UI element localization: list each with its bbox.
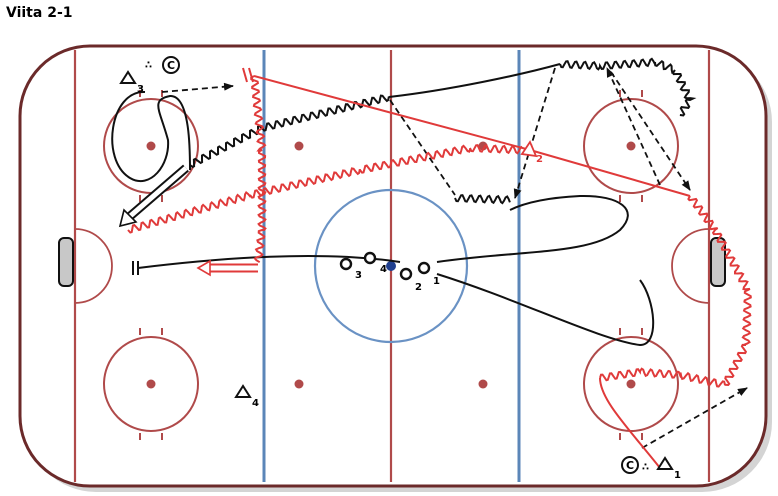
cone-3-label: 3 xyxy=(137,84,144,95)
black-wavy-top-right xyxy=(559,57,675,74)
faceoff-circle-top-right xyxy=(583,90,679,202)
puck-4a-icon xyxy=(363,251,377,265)
puck-3-label: 3 xyxy=(355,270,362,281)
center-circle xyxy=(313,188,469,344)
dashed-pass-3 xyxy=(513,67,556,199)
goal-crease-left xyxy=(74,228,113,304)
black-loop-top-left xyxy=(111,90,191,182)
neutral-dot-top-left xyxy=(294,141,304,151)
page-title: Viita 2-1 xyxy=(6,5,73,21)
red-hollow-arrow xyxy=(196,259,258,277)
puck-2-icon xyxy=(399,267,413,281)
puck-3-icon xyxy=(339,257,353,271)
black-curl-right xyxy=(671,69,697,117)
cone-1-icon xyxy=(656,456,674,470)
dashed-pass-6 xyxy=(641,387,748,449)
center-faceoff-dot xyxy=(386,261,396,271)
dashed-pass-2 xyxy=(389,99,456,196)
cone-4-icon xyxy=(234,384,252,398)
faceoff-circle-bottom-left xyxy=(103,328,199,440)
cone-3-icon xyxy=(119,70,137,84)
puck-4-label: 4 xyxy=(380,264,387,275)
hollow-arrow-top-left xyxy=(118,164,189,228)
red-wavy-left-vertical xyxy=(250,75,267,264)
black-wavy-mid xyxy=(454,194,511,205)
neutral-dot-top-right xyxy=(478,141,488,151)
red-triangle-marker xyxy=(520,140,538,158)
puck-2-label: 2 xyxy=(415,282,422,293)
coach-dots-top: ∴ xyxy=(145,60,152,71)
coach-bottom-icon xyxy=(621,456,639,474)
coach-top-icon xyxy=(162,56,180,74)
coach-top-label: C xyxy=(167,59,175,72)
neutral-dot-bottom-right xyxy=(478,379,488,389)
goal-crease-right xyxy=(671,228,710,304)
red-wavy-right-vertical xyxy=(687,195,752,387)
dashed-pass-1 xyxy=(161,82,234,93)
red-path-bottom-right xyxy=(599,377,661,469)
black-loop-neutral xyxy=(436,194,655,347)
puck-1-icon xyxy=(417,261,431,275)
red-wavy-bottom-right xyxy=(599,367,726,388)
coach-bottom-label: C xyxy=(626,459,634,472)
cone-1-label: 1 xyxy=(674,470,681,481)
coach-dots-bottom: ∴ xyxy=(642,462,649,473)
black-wavy-top xyxy=(189,94,390,169)
red-wavy-diagonal xyxy=(127,144,523,234)
dashed-pass-4 xyxy=(610,71,691,191)
goal-left xyxy=(58,237,74,287)
red-triangle-label: 2 xyxy=(536,154,543,165)
neutral-dot-bottom-left xyxy=(294,379,304,389)
red-stop-1 xyxy=(242,67,248,83)
puck-1-label: 1 xyxy=(433,276,440,287)
cone-4-label: 4 xyxy=(252,398,259,409)
dashed-pass-5 xyxy=(606,67,661,186)
black-path-upper xyxy=(388,63,561,98)
